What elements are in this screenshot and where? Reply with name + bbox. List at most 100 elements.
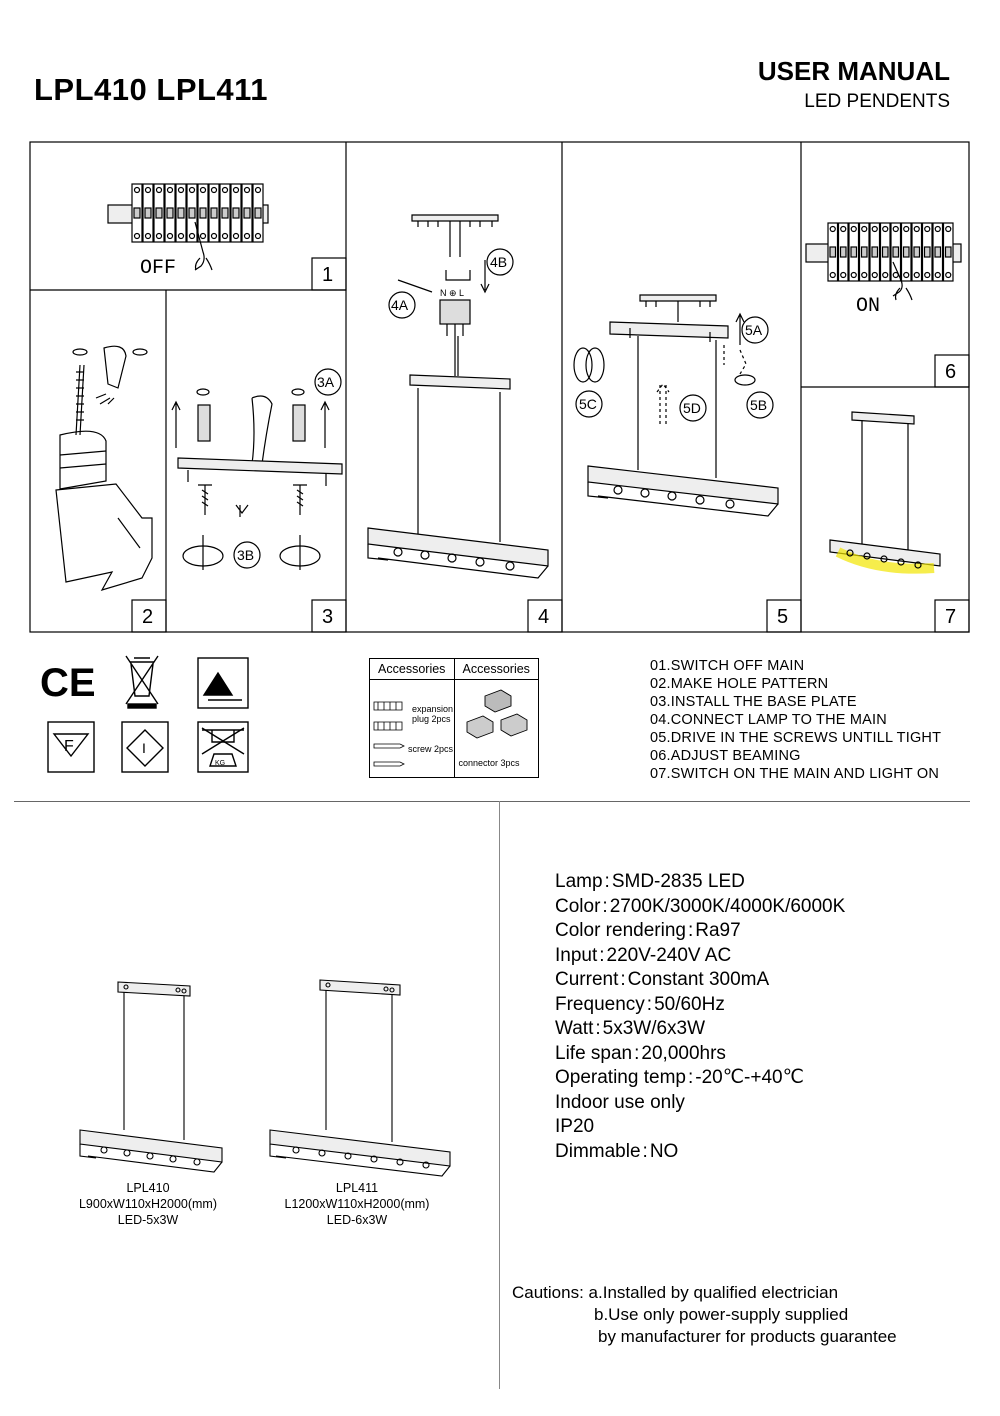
spec-separator: : xyxy=(602,895,608,917)
breaker-screw xyxy=(221,232,229,240)
spec-row: Life span:20,000hrs xyxy=(555,1042,845,1067)
spec-value: 5x3W/6x3W xyxy=(602,1018,706,1039)
spec-label: Watt xyxy=(555,1018,594,1039)
switch-off-label: OFF xyxy=(140,257,176,280)
ce-mark-icon: CE xyxy=(40,661,96,705)
breaker-screw xyxy=(934,225,941,233)
accessories-table: Accessories Accessories expansion plug 2… xyxy=(369,658,539,778)
breaker-toggle xyxy=(923,246,931,258)
switch-on-label: ON xyxy=(856,295,880,318)
spec-value: SMD-2835 LED xyxy=(611,871,745,892)
spec-label: Input xyxy=(555,944,598,966)
breaker-screw xyxy=(133,186,141,194)
breaker-screw xyxy=(177,232,185,240)
instruction-item: 02.MAKE HOLE PATTERN xyxy=(650,676,829,692)
breaker-screw xyxy=(188,186,196,194)
light-on-illustration xyxy=(829,411,941,574)
spec-row: Frequency:50/60Hz xyxy=(555,993,845,1018)
breaker-screw xyxy=(861,225,868,233)
breaker-toggle xyxy=(913,246,921,258)
breaker-toggle xyxy=(188,207,196,219)
spec-label: IP20 xyxy=(555,1116,595,1137)
breaker-screw xyxy=(945,271,952,279)
model-title: LPL410 LPL411 xyxy=(34,72,268,107)
instruction-list: 01.SWITCH OFF MAIN 02.MAKE HOLE PATTERN … xyxy=(650,657,941,783)
spec-separator: : xyxy=(604,871,610,892)
spec-value: 2700K/3000K/4000K/6000K xyxy=(609,895,846,917)
breaker-screw xyxy=(166,232,174,240)
plug-and-screw-icon xyxy=(373,701,405,767)
spec-row: Color rendering:Ra97 xyxy=(555,919,845,944)
indoor-use-icon xyxy=(197,657,249,709)
breaker-toggle xyxy=(881,246,889,258)
spec-value: 50/60Hz xyxy=(654,993,725,1015)
breaker-screw xyxy=(861,271,868,279)
caution-line-3: by manufacturer for products guarantee xyxy=(598,1327,897,1346)
breaker-screw xyxy=(243,186,251,194)
breaker-screw xyxy=(882,271,889,279)
breaker-toggle xyxy=(944,246,952,258)
tighten-screws-illustration xyxy=(573,294,779,517)
model-led: LED-6x3W xyxy=(326,1213,388,1227)
spec-row: Input:220V-240V AC xyxy=(555,944,845,969)
spec-label: Indoor use only xyxy=(555,1091,685,1113)
plug-label-line2: plug 2pcs xyxy=(412,714,451,724)
breaker-screw xyxy=(871,225,878,233)
breaker-toggle xyxy=(210,207,218,219)
connector-label: connector 3pcs xyxy=(458,758,520,768)
screw-label: screw 2pcs xyxy=(408,744,454,754)
instruction-item: 04.CONNECT LAMP TO THE MAIN xyxy=(650,712,887,728)
instruction-item: 06.ADJUST BEAMING xyxy=(650,748,801,764)
callout-4a: 4A xyxy=(391,297,409,313)
step-5-number: 5 xyxy=(777,606,788,628)
cautions-block: Cautions: a.Installed by qualified elect… xyxy=(512,1282,897,1348)
step-2-number: 2 xyxy=(142,606,153,628)
spec-row: Operating temp:-20℃-+40℃ xyxy=(555,1066,845,1091)
model-name: LPL411 xyxy=(335,1181,379,1195)
breaker-screw xyxy=(850,271,857,279)
breaker-screw xyxy=(221,186,229,194)
breaker-toggle xyxy=(902,246,910,258)
breaker-screw xyxy=(155,186,163,194)
f-mark-icon xyxy=(47,721,95,773)
spec-separator: : xyxy=(595,1018,601,1039)
caution-line-1: Cautions: a.Installed by qualified elect… xyxy=(512,1283,839,1302)
instruction-item: 05.DRIVE IN THE SCREWS UNTILL TIGHT xyxy=(650,730,942,746)
breaker-screw xyxy=(232,186,240,194)
breaker-screw xyxy=(144,186,152,194)
breaker-screw xyxy=(254,232,262,240)
column-divider xyxy=(499,801,500,1389)
breaker-screw xyxy=(903,225,910,233)
spec-separator: : xyxy=(634,1042,640,1064)
breaker-screw xyxy=(210,186,218,194)
breaker-screw xyxy=(188,232,196,240)
weight-label: KG xyxy=(215,760,225,767)
breaker-screw xyxy=(840,225,847,233)
breaker-screw xyxy=(903,271,910,279)
compliance-symbols: CE F I KG xyxy=(40,655,249,773)
breaker-screw xyxy=(892,225,899,233)
step-number-boxes xyxy=(131,257,970,633)
breaker-toggle xyxy=(892,246,900,258)
callout-5c: 5C xyxy=(579,396,597,412)
breaker-screw xyxy=(210,232,218,240)
breaker-screw xyxy=(144,232,152,240)
breaker-screw xyxy=(243,232,251,240)
plug-label-line1: expansion xyxy=(412,704,454,714)
spec-row: Dimmable:NO xyxy=(555,1140,845,1165)
manual-subtitle: LED PENDENTS xyxy=(804,91,950,112)
caution-line-2: b.Use only power-supply supplied xyxy=(594,1305,849,1324)
breaker-screw xyxy=(829,271,836,279)
product-drawings xyxy=(79,979,451,1177)
model-dimensions: L1200xW110xH2000(mm) xyxy=(284,1197,430,1211)
breaker-screw xyxy=(850,225,857,233)
installation-steps-diagram: 1 2 3 4 5 6 7 OFF xyxy=(29,141,970,633)
spec-separator: : xyxy=(687,1067,694,1088)
weight-load-icon xyxy=(197,721,249,773)
callout-5a: 5A xyxy=(745,322,763,338)
model-lpl410-info: LPL410 L900xW110xH2000(mm) LED-5x3W xyxy=(58,1180,238,1228)
step-1-number: 1 xyxy=(322,264,333,286)
panel-grid xyxy=(29,141,970,633)
breaker-screw xyxy=(254,186,262,194)
